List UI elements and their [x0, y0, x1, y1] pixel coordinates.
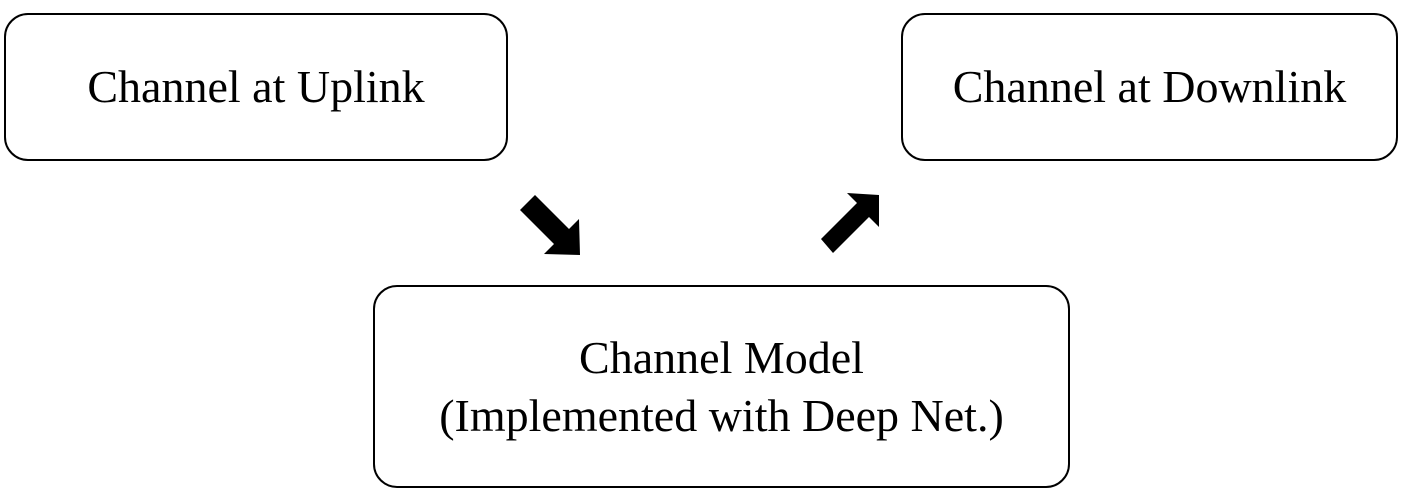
- channel-model-node: Channel Model (Implemented with Deep Net…: [373, 285, 1070, 488]
- channel-model-subtitle: (Implemented with Deep Net.): [439, 389, 1004, 441]
- downlink-channel-node: Channel at Downlink: [901, 13, 1398, 161]
- downlink-channel-label: Channel at Downlink: [952, 61, 1347, 112]
- uplink-channel-node: Channel at Uplink: [4, 13, 508, 161]
- arrow-down-right-icon: [520, 195, 580, 255]
- channel-model-title: Channel Model: [579, 331, 864, 383]
- arrow-up-right-icon: [821, 193, 879, 253]
- uplink-channel-label: Channel at Uplink: [87, 61, 425, 112]
